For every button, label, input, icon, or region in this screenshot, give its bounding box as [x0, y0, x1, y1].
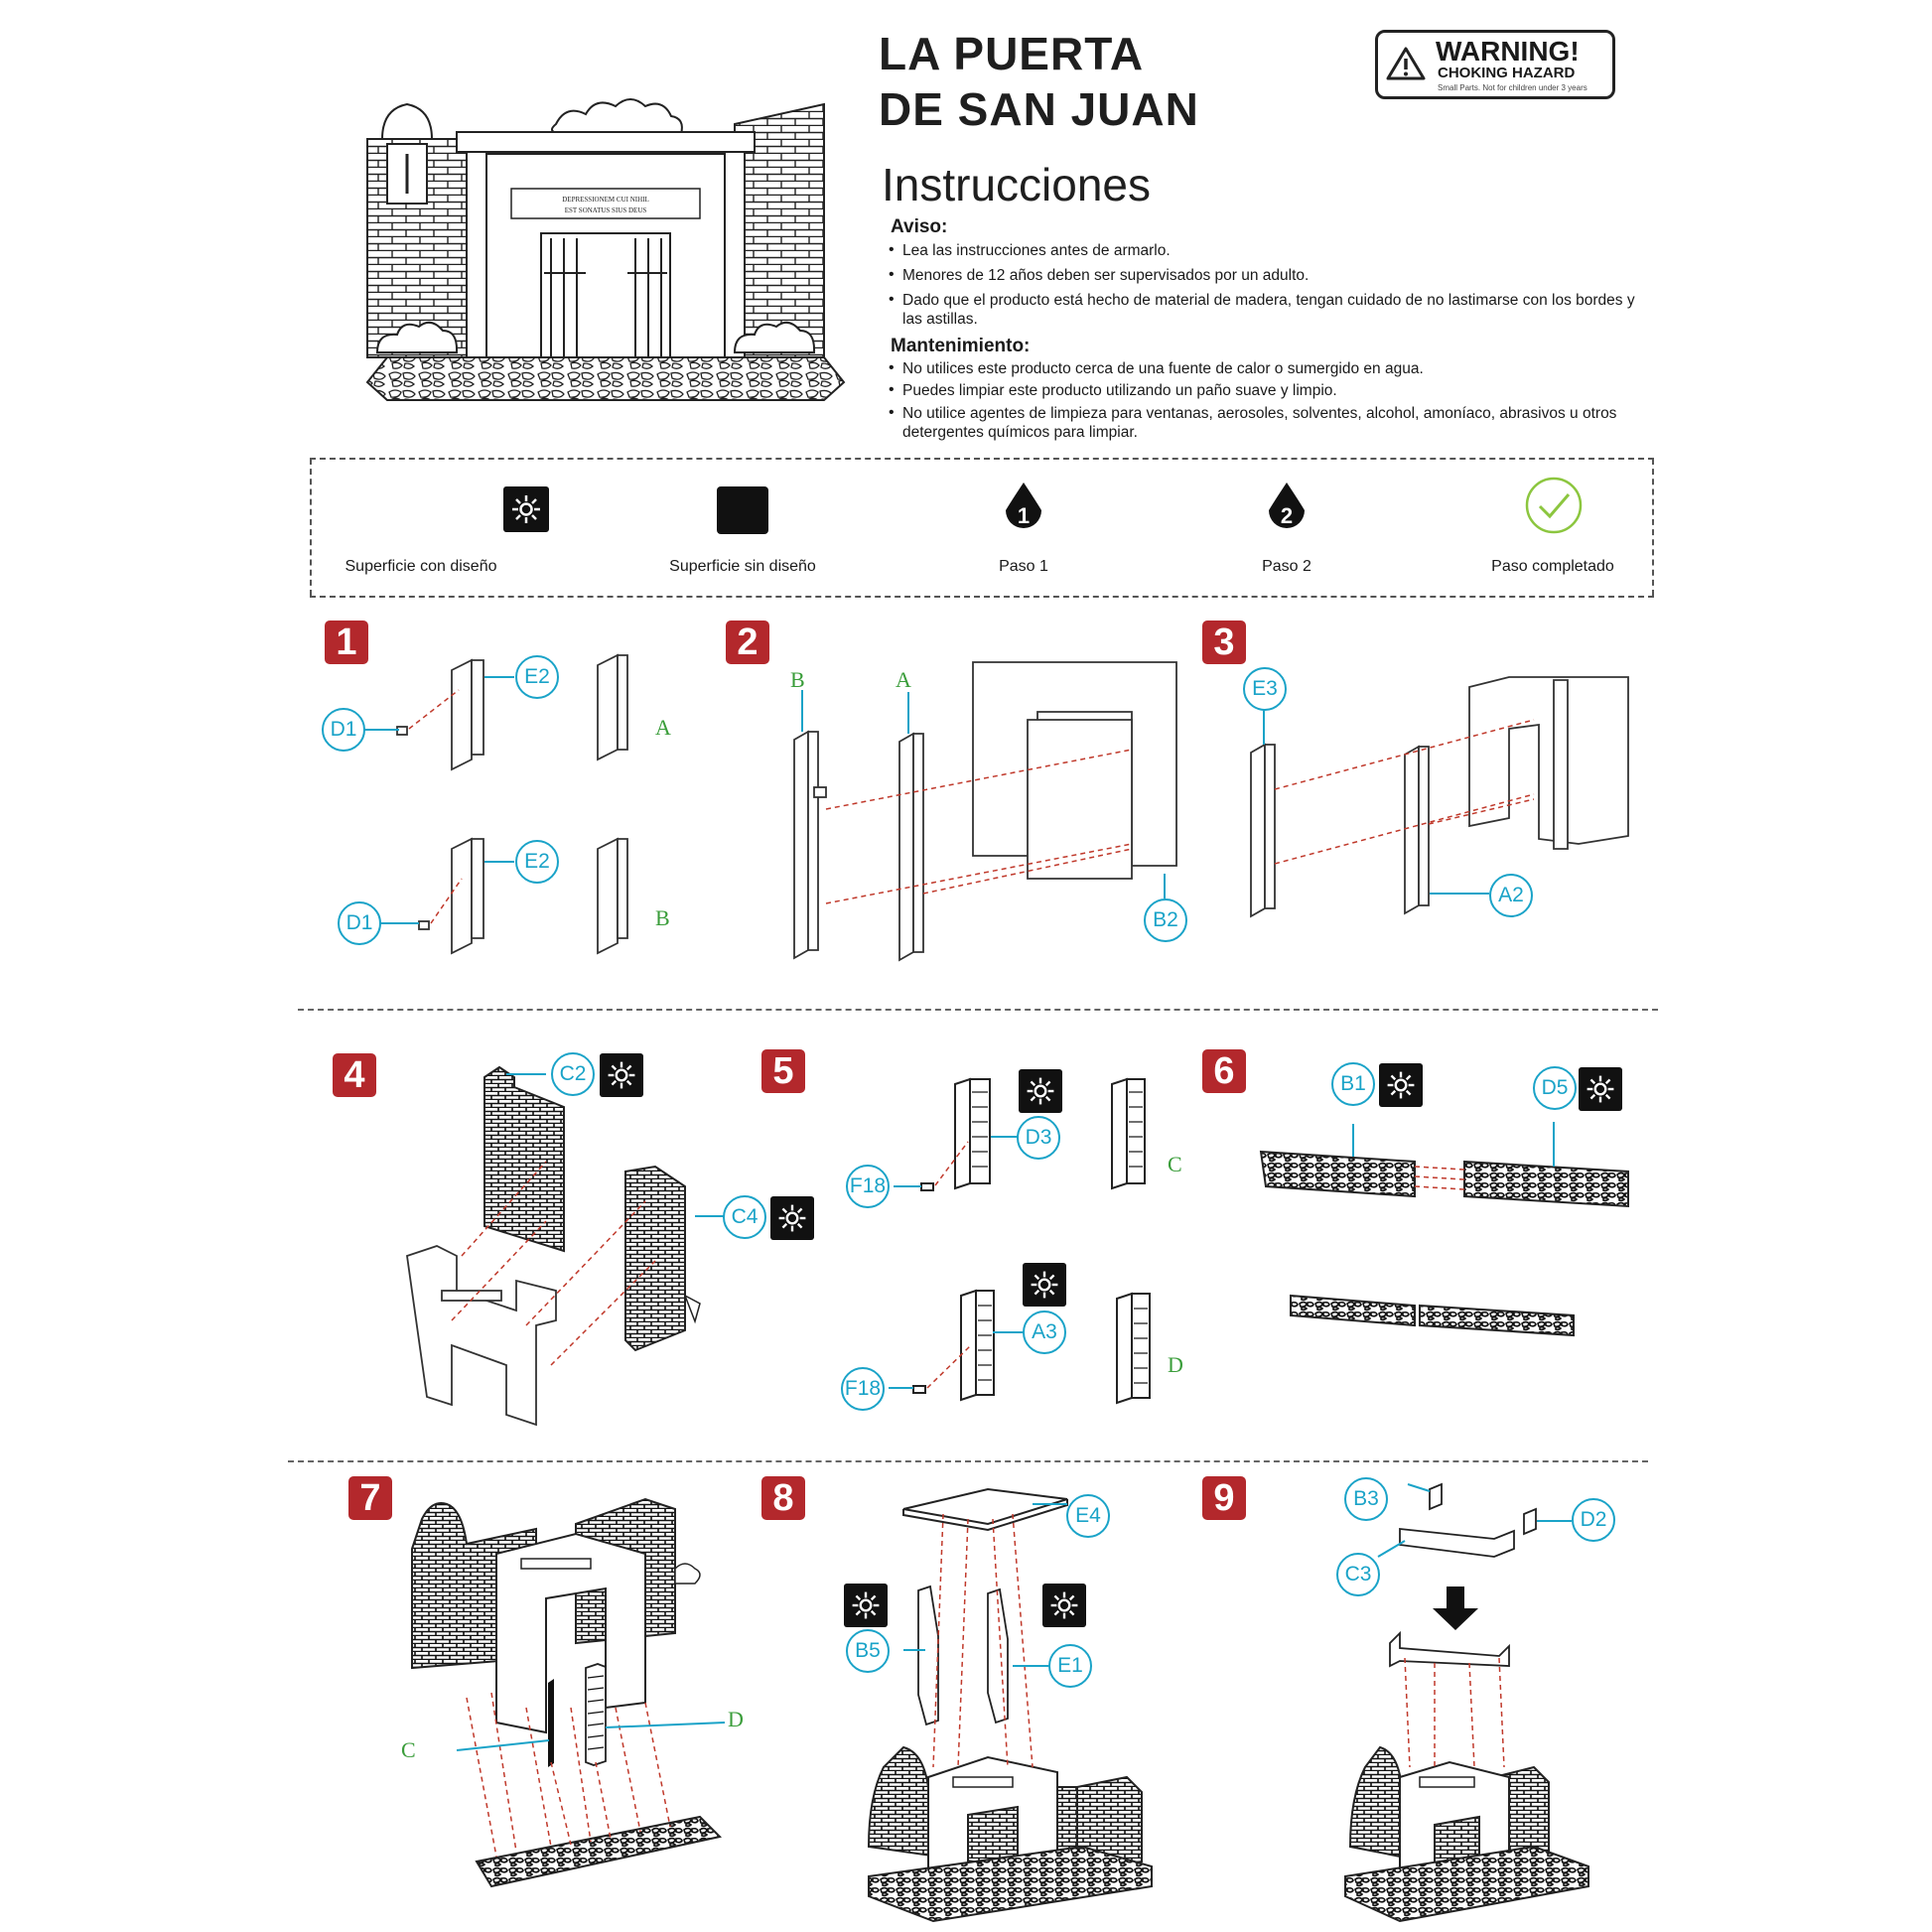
assembly-label-c: C [1168, 1152, 1182, 1176]
legend-label-plain: Superficie sin diseño [669, 558, 816, 575]
part-e2-bubble: E2 [515, 840, 559, 884]
part-a2-bubble: A2 [1489, 874, 1533, 917]
patterned-surface-icon [844, 1584, 888, 1627]
assembly-label-b: B [790, 667, 805, 692]
warning-small-print: Small Parts. Not for children under 3 ye… [1438, 83, 1587, 92]
step-3-badge: 3 [1202, 621, 1246, 664]
step-8-badge: 8 [761, 1476, 805, 1520]
aviso-item: Menores de 12 años deben ser supervisado… [889, 265, 1643, 285]
warning-triangle-icon [1386, 47, 1426, 80]
assembly-label-c: C [401, 1737, 416, 1762]
drop-1-icon: 1 [1002, 481, 1045, 541]
legend-box: Superficie con diseño Superficie sin dis… [310, 459, 1654, 596]
checkmark-icon [1525, 477, 1583, 539]
step-8-diagram [867, 1487, 1153, 1923]
patterned-surface-icon [1023, 1263, 1066, 1307]
part-f18-bubble: F18 [841, 1367, 885, 1411]
part-d2-bubble: D2 [1572, 1498, 1615, 1542]
part-a3-bubble: A3 [1023, 1311, 1066, 1354]
patterned-surface-icon [770, 1196, 814, 1240]
aviso-heading: Aviso: [891, 216, 948, 237]
patterned-surface-icon [503, 486, 549, 537]
step-2-badge: 2 [726, 621, 769, 664]
part-b1-bubble: B1 [1331, 1062, 1375, 1106]
part-d5-bubble: D5 [1533, 1066, 1577, 1110]
page-title: LA PUERTA DE SAN JUAN [879, 26, 1199, 137]
step-9-diagram [1344, 1482, 1589, 1923]
part-c4-bubble: C4 [723, 1195, 766, 1239]
step-6-diagram [1259, 1122, 1629, 1337]
svg-text:2: 2 [1281, 503, 1293, 528]
drop-2-icon: 2 [1265, 481, 1309, 541]
part-b3-bubble: B3 [1344, 1477, 1388, 1521]
step-4-badge: 4 [333, 1053, 376, 1097]
part-e4-bubble: E4 [1066, 1494, 1110, 1538]
part-e3-bubble: E3 [1243, 667, 1287, 711]
step-1-badge: 1 [325, 621, 368, 664]
title-line-1: LA PUERTA [879, 28, 1145, 79]
part-d1-bubble: D1 [322, 708, 365, 752]
part-b2-bubble: B2 [1144, 898, 1187, 942]
row-separator [298, 1009, 1658, 1011]
assembly-label-d: D [728, 1707, 744, 1731]
legend-top-border [310, 458, 1654, 460]
patterned-surface-icon [1042, 1584, 1086, 1627]
part-b5-bubble: B5 [846, 1629, 890, 1673]
hero-plaque-line2: EST SONATUS SIUS DEUS [565, 207, 647, 214]
hero-gate-illustration: DEPRESSIONEM CUI NIHIL EST SONATUS SIUS … [365, 98, 846, 401]
part-d3-bubble: D3 [1017, 1116, 1060, 1160]
part-c3-bubble: C3 [1336, 1553, 1380, 1596]
title-line-2: DE SAN JUAN [879, 83, 1199, 135]
assembly-label-b: B [655, 905, 670, 930]
legend-bottom-border [310, 596, 1654, 598]
patterned-surface-icon [1019, 1069, 1062, 1113]
patterned-surface-icon [600, 1053, 643, 1097]
part-f18-bubble: F18 [846, 1165, 890, 1208]
warning-heading: WARNING! [1436, 36, 1580, 67]
step-6-badge: 6 [1202, 1049, 1246, 1093]
step-3-diagram [1250, 676, 1629, 918]
assembly-label-a: A [655, 715, 671, 740]
step-7-diagram [411, 1497, 726, 1888]
mantenimiento-heading: Mantenimiento: [891, 336, 1031, 356]
legend-label-step1: Paso 1 [999, 558, 1048, 575]
step-4-diagram [406, 1065, 733, 1427]
part-c2-bubble: C2 [551, 1052, 595, 1096]
mantenimiento-item: No utilices este producto cerca de una f… [889, 358, 1643, 378]
warning-subheading: CHOKING HAZARD [1438, 65, 1576, 81]
step-5-diagram [889, 1077, 1151, 1405]
assembly-label-a: A [896, 667, 911, 692]
hero-plaque-line1: DEPRESSIONEM CUI NIHIL [562, 196, 649, 204]
choking-hazard-warning: WARNING! CHOKING HAZARD Small Parts. Not… [1375, 30, 1615, 99]
step-5-badge: 5 [761, 1049, 805, 1093]
legend-label-patterned: Superficie con diseño [345, 558, 497, 575]
aviso-item: Dado que el producto está hecho de mater… [889, 290, 1643, 329]
step-9-badge: 9 [1202, 1476, 1246, 1520]
part-e1-bubble: E1 [1048, 1644, 1092, 1688]
step-7-badge: 7 [348, 1476, 392, 1520]
instructions-heading: Instrucciones [882, 159, 1152, 210]
plain-surface-icon [717, 486, 768, 539]
assembly-label-d: D [1168, 1352, 1183, 1377]
part-e2-bubble: E2 [515, 655, 559, 699]
svg-text:1: 1 [1018, 503, 1030, 528]
part-d1-bubble: D1 [338, 901, 381, 945]
step-2-diagram [793, 661, 1177, 962]
aviso-item: Lea las instrucciones antes de armarlo. [889, 240, 1643, 260]
mantenimiento-item: Puedes limpiar este producto utilizando … [889, 380, 1643, 400]
aviso-list: Lea las instrucciones antes de armarlo. … [889, 240, 1643, 335]
legend-label-step2: Paso 2 [1262, 558, 1311, 575]
mantenimiento-item: No utilice agentes de limpieza para vent… [889, 403, 1643, 442]
patterned-surface-icon [1379, 1063, 1423, 1107]
row-separator [288, 1460, 1648, 1462]
mantenimiento-list: No utilices este producto cerca de una f… [889, 358, 1643, 448]
patterned-surface-icon [1579, 1067, 1622, 1111]
legend-label-complete: Paso completado [1491, 558, 1614, 575]
